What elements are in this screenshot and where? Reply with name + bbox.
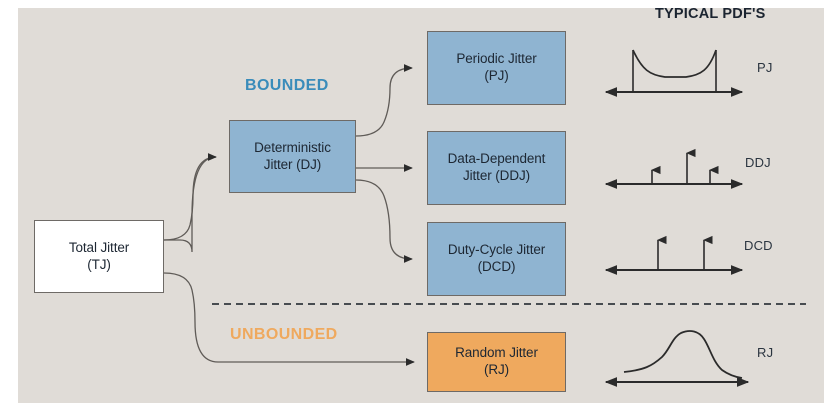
node-duty-cycle-jitter[interactable]: Duty-Cycle Jitter (DCD) bbox=[427, 222, 566, 296]
node-periodic-jitter-line2: (PJ) bbox=[484, 68, 509, 83]
group-label-unbounded: UNBOUNDED bbox=[230, 326, 338, 343]
node-periodic-jitter-line1: Periodic Jitter bbox=[456, 51, 537, 67]
node-data-dependent-jitter-line2: Jitter (DDJ) bbox=[462, 168, 531, 183]
diagram-panel bbox=[18, 8, 824, 403]
node-data-dependent-jitter[interactable]: Data-Dependent Jitter (DDJ) bbox=[427, 131, 566, 205]
node-total-jitter[interactable]: Total Jitter (TJ) bbox=[34, 220, 164, 293]
node-total-jitter-line2: (TJ) bbox=[87, 256, 111, 272]
node-duty-cycle-jitter-line1: Duty-Cycle Jitter bbox=[447, 242, 546, 258]
node-total-jitter-line1: Total Jitter bbox=[68, 239, 130, 255]
node-duty-cycle-jitter-line2: (DCD) bbox=[477, 259, 516, 274]
node-deterministic-jitter[interactable]: Deterministic Jitter (DJ) bbox=[229, 120, 356, 193]
typical-pdfs-header: TYPICAL PDF'S bbox=[655, 6, 766, 22]
node-random-jitter[interactable]: Random Jitter (RJ) bbox=[427, 332, 566, 392]
node-random-jitter-line1: Random Jitter bbox=[455, 345, 538, 361]
node-deterministic-jitter-line1: Deterministic bbox=[254, 139, 331, 155]
pdf-label-rj: RJ bbox=[757, 345, 774, 360]
pdf-label-ddj: DDJ bbox=[745, 155, 771, 170]
node-random-jitter-line2: (RJ) bbox=[483, 362, 510, 377]
pdf-label-dcd: DCD bbox=[744, 238, 773, 253]
group-label-bounded: BOUNDED bbox=[245, 77, 329, 94]
node-data-dependent-jitter-line1: Data-Dependent bbox=[447, 151, 546, 167]
pdf-label-pj: PJ bbox=[757, 60, 773, 75]
node-deterministic-jitter-line2: Jitter (DJ) bbox=[263, 156, 322, 172]
node-periodic-jitter[interactable]: Periodic Jitter (PJ) bbox=[427, 31, 566, 105]
